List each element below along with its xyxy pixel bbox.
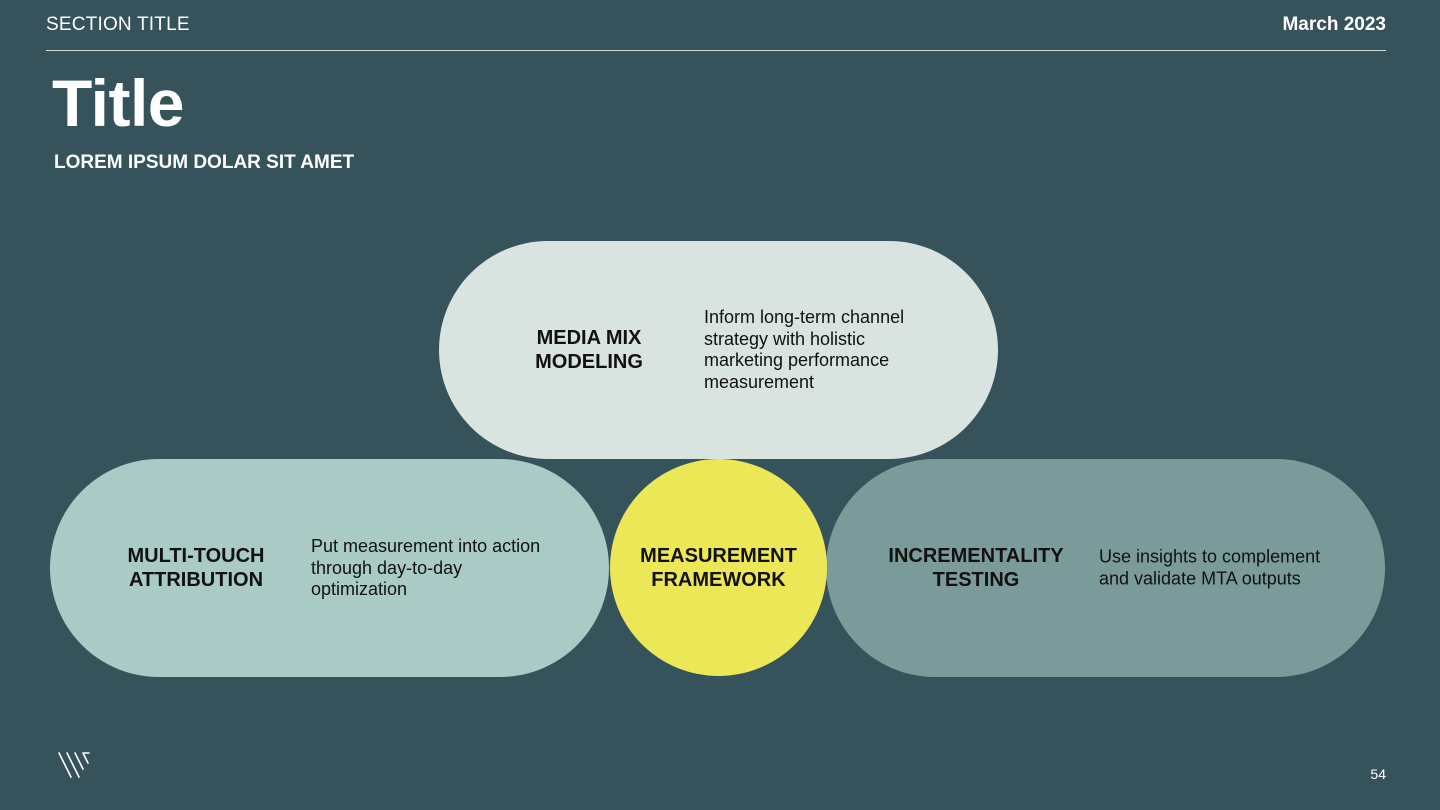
measurement-framework-label-line2: FRAMEWORK	[651, 568, 786, 591]
measurement-framework-label-line1: MEASUREMENT	[640, 544, 797, 567]
measurement-framework-label: MEASUREMENT FRAMEWORK	[640, 544, 797, 592]
measurement-framework-circle: MEASUREMENT FRAMEWORK	[610, 459, 827, 676]
page-title: Title	[52, 66, 184, 140]
multi-touch-attribution-pill: MULTI-TOUCH ATTRIBUTION Put measurement …	[50, 459, 609, 677]
media-mix-modeling-label: MEDIA MIX MODELING	[519, 326, 659, 374]
media-mix-modeling-label-line2: MODELING	[535, 351, 643, 373]
media-mix-modeling-pill: MEDIA MIX MODELING Inform long-term chan…	[439, 241, 998, 459]
multi-touch-attribution-label-line2: ATTRIBUTION	[128, 569, 264, 591]
multi-touch-attribution-description: Put measurement into action through day-…	[311, 535, 541, 599]
incrementality-testing-label-line2: TESTING	[932, 569, 1020, 591]
incrementality-testing-description: Use insights to complement and validate …	[1099, 546, 1321, 589]
media-mix-modeling-label-line1: MEDIA MIX	[536, 327, 642, 349]
incrementality-testing-pill: INCREMENTALITY TESTING Use insights to c…	[826, 459, 1385, 677]
multi-touch-attribution-label-line1: MULTI-TOUCH	[127, 545, 265, 567]
incrementality-testing-label: INCREMENTALITY TESTING	[881, 544, 1071, 592]
header-date: March 2023	[1282, 14, 1386, 35]
brand-logo-icon	[56, 750, 92, 780]
incrementality-testing-label-line1: INCREMENTALITY	[888, 545, 1064, 567]
page-subtitle: LOREM IPSUM DOLAR SIT AMET	[54, 152, 355, 173]
media-mix-modeling-description: Inform long-term channel strategy with h…	[704, 307, 905, 392]
section-title: SECTION TITLE	[46, 14, 190, 35]
header-divider	[46, 50, 1386, 51]
page-number: 54	[1370, 766, 1386, 782]
multi-touch-attribution-label: MULTI-TOUCH ATTRIBUTION	[120, 544, 272, 592]
